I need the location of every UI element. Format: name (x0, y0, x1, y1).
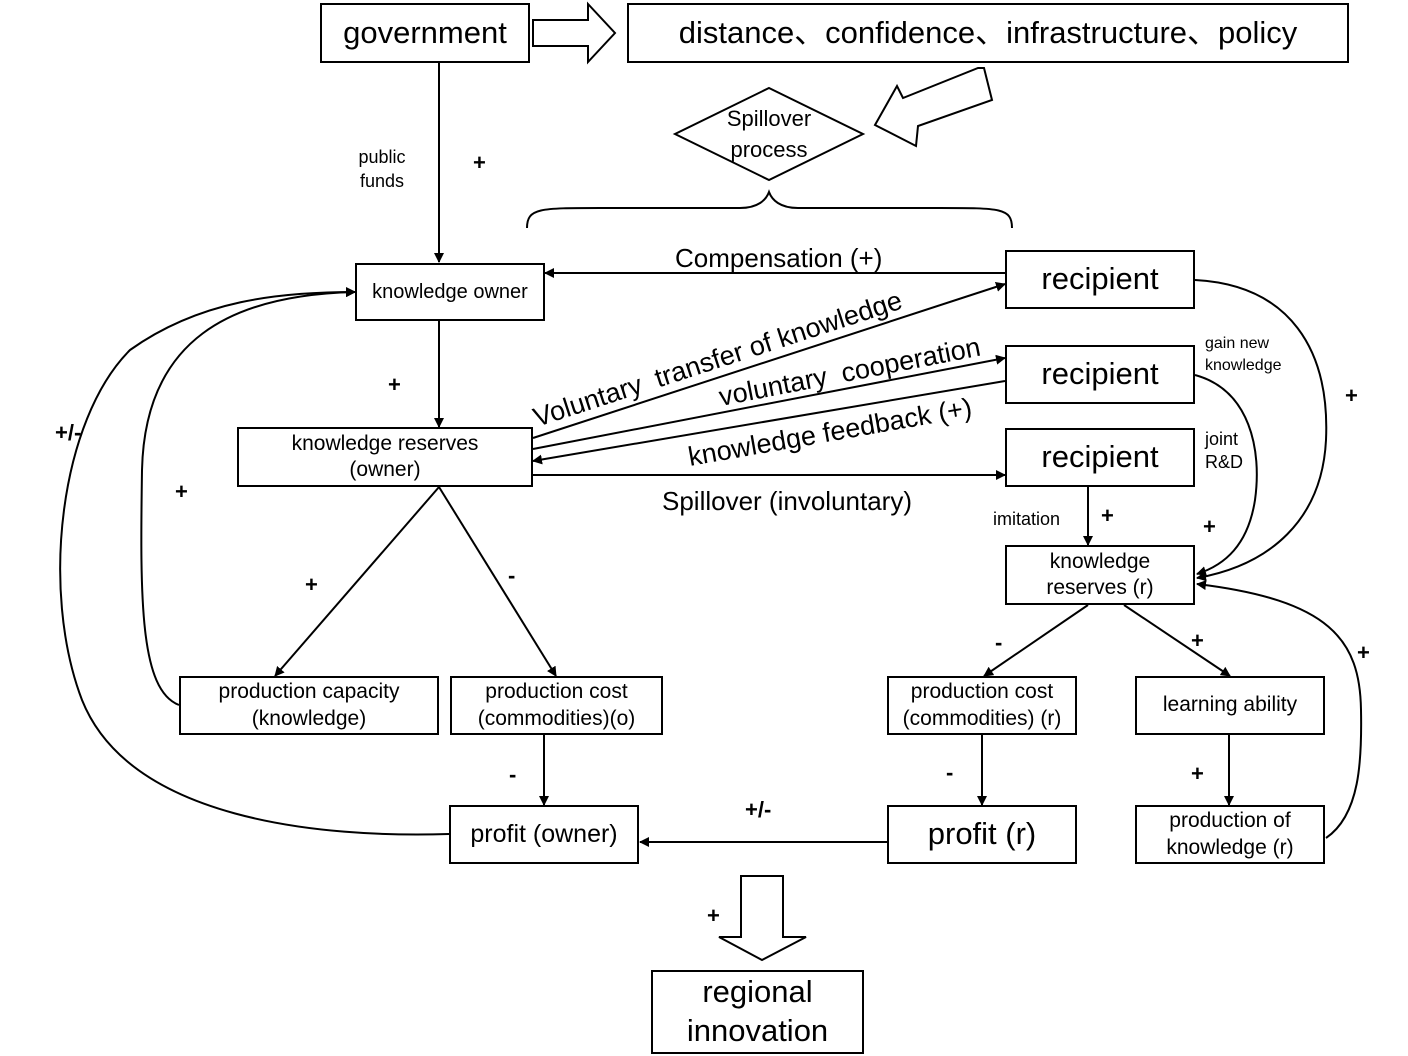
sign-public-funds: + (473, 150, 486, 175)
sign-feedback-loop-outer: +/- (55, 420, 82, 445)
learning-ability-box: learning ability (1135, 676, 1325, 735)
hollow-arrow-right (532, 1, 617, 65)
sign-reserves-r-to-learning: + (1191, 628, 1204, 653)
regional-innovation-label: regional innovation (686, 974, 829, 1048)
recipient-2-box: recipient (1005, 345, 1195, 404)
production-capacity-box: production capacity (knowledge) (179, 676, 439, 735)
production-of-knowledge-box: production of knowledge (r) (1135, 805, 1325, 864)
label-public-funds: public funds (358, 147, 406, 192)
profit-r-box: profit (r) (887, 805, 1077, 864)
factors-label: distance、confidence、infrastructure、polic… (678, 14, 1298, 50)
profit-r-label: profit (r) (927, 816, 1037, 852)
sign-recipient1-to-reserves: + (1345, 383, 1358, 408)
curve-profit-to-owner (59, 287, 450, 836)
production-capacity-label: production capacity (knowledge) (218, 680, 400, 730)
sign-feedback-loop-inner: + (175, 479, 188, 504)
arrow-reserves-to-capacity (274, 486, 440, 677)
sign-reserves-r-to-cost-r: - (995, 630, 1003, 655)
arrow-voluntary-transfer (532, 282, 1006, 439)
knowledge-reserves-r-label: knowledge reserves (r) (1046, 549, 1154, 599)
government-box: government (320, 3, 530, 63)
recipient-1-label: recipient (1041, 261, 1159, 297)
arrow-reserves-to-cost-o (438, 486, 557, 677)
profit-owner-label: profit (owner) (470, 819, 618, 848)
production-cost-o-box: production cost (commodities)(o) (450, 676, 663, 735)
sign-owner-to-reserves: + (388, 372, 401, 397)
sign-joint-rd: + (1203, 514, 1216, 539)
label-joint-rd: joint R&D (1205, 429, 1244, 473)
knowledge-owner-label: knowledge owner (372, 280, 528, 303)
sign-profit-r-to-owner: +/- (745, 797, 772, 822)
arrow-reserves-r-to-learning (1123, 604, 1231, 677)
label-gain-new-knowledge: gain new knowledge (1205, 335, 1282, 375)
production-cost-r-label: production cost (commodities) (r) (902, 680, 1062, 730)
curve-recipient1-to-reserves-r (1194, 279, 1328, 582)
label-imitation: imitation (993, 509, 1061, 529)
label-spillover-involuntary: Spillover (involuntary) (662, 486, 912, 516)
hollow-arrow-down (718, 875, 807, 962)
sign-learning-to-production: + (1191, 761, 1204, 786)
recipient-3-box: recipient (1005, 428, 1195, 487)
knowledge-reserves-owner-label: knowledge reserves (owner) (291, 431, 479, 481)
recipient-3-label: recipient (1041, 439, 1159, 475)
sign-reserves-to-cost-o: - (508, 563, 516, 588)
arrow-knowledge-feedback (532, 380, 1006, 465)
spillover-process-diamond (672, 86, 866, 182)
knowledge-owner-box: knowledge owner (355, 263, 545, 321)
knowledge-reserves-owner-box: knowledge reserves (owner) (237, 427, 533, 487)
spillover-process-label: Spillover process (726, 106, 812, 162)
factors-box: distance、confidence、infrastructure、polic… (627, 3, 1349, 63)
curve-capacity-to-owner (140, 287, 356, 706)
government-label: government (343, 14, 507, 50)
hollow-arrow-diagonal (873, 67, 994, 148)
sign-to-regional-innovation: + (707, 903, 720, 928)
production-of-knowledge-label: production of knowledge (r) (1166, 809, 1294, 859)
curve-production-to-reserves-r (1196, 580, 1363, 839)
production-cost-r-box: production cost (commodities) (r) (887, 676, 1077, 735)
profit-owner-box: profit (owner) (449, 805, 639, 864)
arrow-reserves-r-to-cost-r (983, 604, 1089, 677)
arrow-voluntary-cooperation (532, 354, 1006, 450)
sign-production-knowledge-loop: + (1357, 640, 1370, 665)
learning-ability-label: learning ability (1162, 693, 1298, 717)
sign-imitation: + (1101, 503, 1114, 528)
regional-innovation-box: regional innovation (651, 970, 864, 1054)
recipient-1-box: recipient (1005, 250, 1195, 309)
sign-cost-r-to-profit-r: - (946, 760, 954, 785)
sign-reserves-to-capacity: + (305, 572, 318, 597)
label-compensation: Compensation (+) (675, 243, 883, 273)
knowledge-reserves-r-box: knowledge reserves (r) (1005, 545, 1195, 605)
production-cost-o-label: production cost (commodities)(o) (477, 680, 636, 730)
recipient-2-label: recipient (1041, 356, 1159, 392)
curve-recipient2-to-reserves-r (1194, 374, 1258, 577)
curly-brace (526, 189, 1013, 229)
sign-cost-o-to-profit: - (509, 762, 517, 787)
